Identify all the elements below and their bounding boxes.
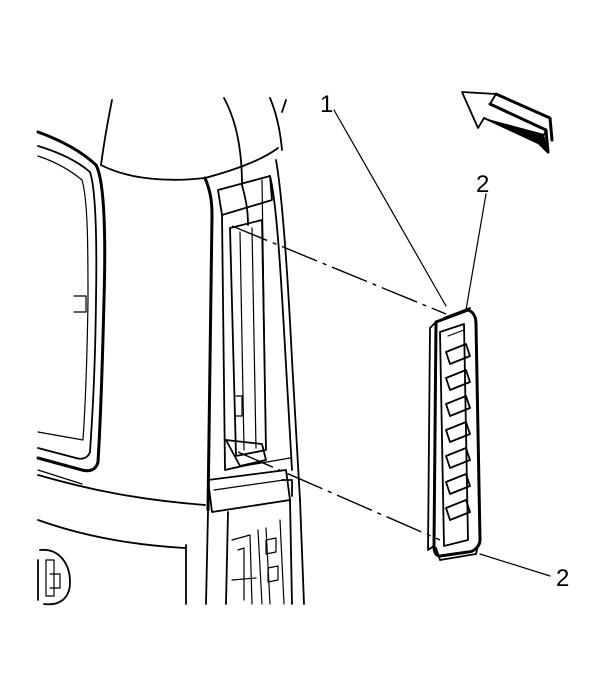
callout-leaders — [333, 109, 551, 577]
forward-arrow-icon — [461, 91, 554, 154]
projection-lines — [231, 225, 447, 541]
callout-vent: 1 — [320, 91, 333, 118]
callout-clip-bottom: 2 — [556, 565, 569, 592]
callout-clip-top: 2 — [476, 171, 489, 198]
air-vent-assembly — [427, 307, 482, 561]
vent-louvers — [445, 343, 471, 521]
vehicle-body — [36, 97, 305, 606]
